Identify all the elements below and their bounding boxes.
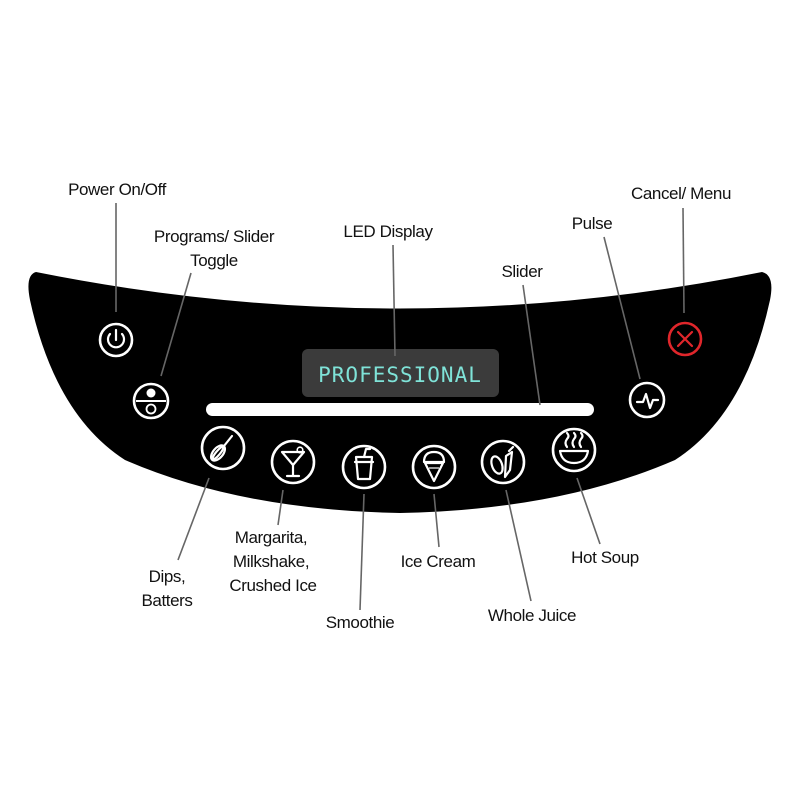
leader-dips bbox=[177, 477, 210, 561]
label-margarita-line3: Crushed Ice bbox=[229, 576, 316, 595]
label-margarita-line2: Milkshake, bbox=[233, 552, 309, 571]
cancel-menu-button[interactable] bbox=[667, 321, 703, 357]
leader-lines bbox=[115, 203, 685, 611]
toggle-icon bbox=[136, 388, 166, 415]
leader-cancel bbox=[682, 207, 685, 314]
label-hot-soup: Hot Soup bbox=[571, 548, 639, 567]
leader-pulse bbox=[603, 236, 641, 380]
led-display-text: PROFESSIONAL bbox=[318, 363, 482, 387]
label-ice-cream: Ice Cream bbox=[401, 552, 476, 571]
programs-slider-toggle-button[interactable] bbox=[132, 382, 170, 420]
leader-hot-soup bbox=[576, 477, 601, 545]
leader-smoothie bbox=[359, 493, 365, 611]
label-margarita-line1: Margarita, bbox=[235, 528, 308, 547]
label-dips-line1: Dips, bbox=[149, 567, 186, 586]
steaming-bowl-icon bbox=[558, 431, 590, 465]
pulse-button[interactable] bbox=[628, 381, 666, 419]
whole-juice-button[interactable] bbox=[480, 439, 526, 485]
slider-bar[interactable] bbox=[206, 403, 594, 416]
close-icon bbox=[676, 330, 694, 348]
label-whole-juice: Whole Juice bbox=[488, 606, 576, 625]
led-display: PROFESSIONAL bbox=[302, 349, 499, 397]
cocktail-icon bbox=[280, 446, 306, 478]
label-power: Power On/Off bbox=[68, 180, 167, 199]
ice-cream-cone-icon bbox=[422, 450, 446, 483]
label-programs-line1: Programs/ Slider bbox=[154, 227, 275, 246]
label-programs-line2: Toggle bbox=[190, 251, 238, 270]
pulse-icon bbox=[635, 392, 660, 410]
power-icon bbox=[106, 328, 126, 349]
leader-whole-juice bbox=[505, 489, 532, 602]
hot-soup-button[interactable] bbox=[551, 427, 597, 473]
label-cancel: Cancel/ Menu bbox=[631, 184, 731, 203]
whisk-icon bbox=[209, 434, 234, 462]
margarita-milkshake-crushed-ice-button[interactable] bbox=[270, 439, 316, 485]
smoothie-button[interactable] bbox=[341, 444, 387, 490]
label-dips-line2: Batters bbox=[141, 591, 192, 610]
ice-cream-button[interactable] bbox=[411, 444, 457, 490]
label-pulse: Pulse bbox=[572, 214, 613, 233]
label-slider: Slider bbox=[501, 262, 543, 281]
leader-slider bbox=[522, 284, 541, 406]
leader-margarita bbox=[277, 489, 284, 526]
leader-programs bbox=[160, 272, 192, 377]
dips-batters-button[interactable] bbox=[200, 425, 246, 471]
cup-straw-icon bbox=[353, 447, 375, 481]
leader-led-display bbox=[392, 244, 396, 357]
callout-labels: Power On/Off Programs/ Slider Toggle LED… bbox=[68, 180, 731, 632]
label-led-display: LED Display bbox=[343, 222, 433, 241]
label-smoothie: Smoothie bbox=[326, 613, 395, 632]
leader-ice-cream bbox=[433, 493, 440, 548]
power-button[interactable] bbox=[98, 322, 134, 358]
fruit-vegetable-icon bbox=[490, 445, 515, 479]
